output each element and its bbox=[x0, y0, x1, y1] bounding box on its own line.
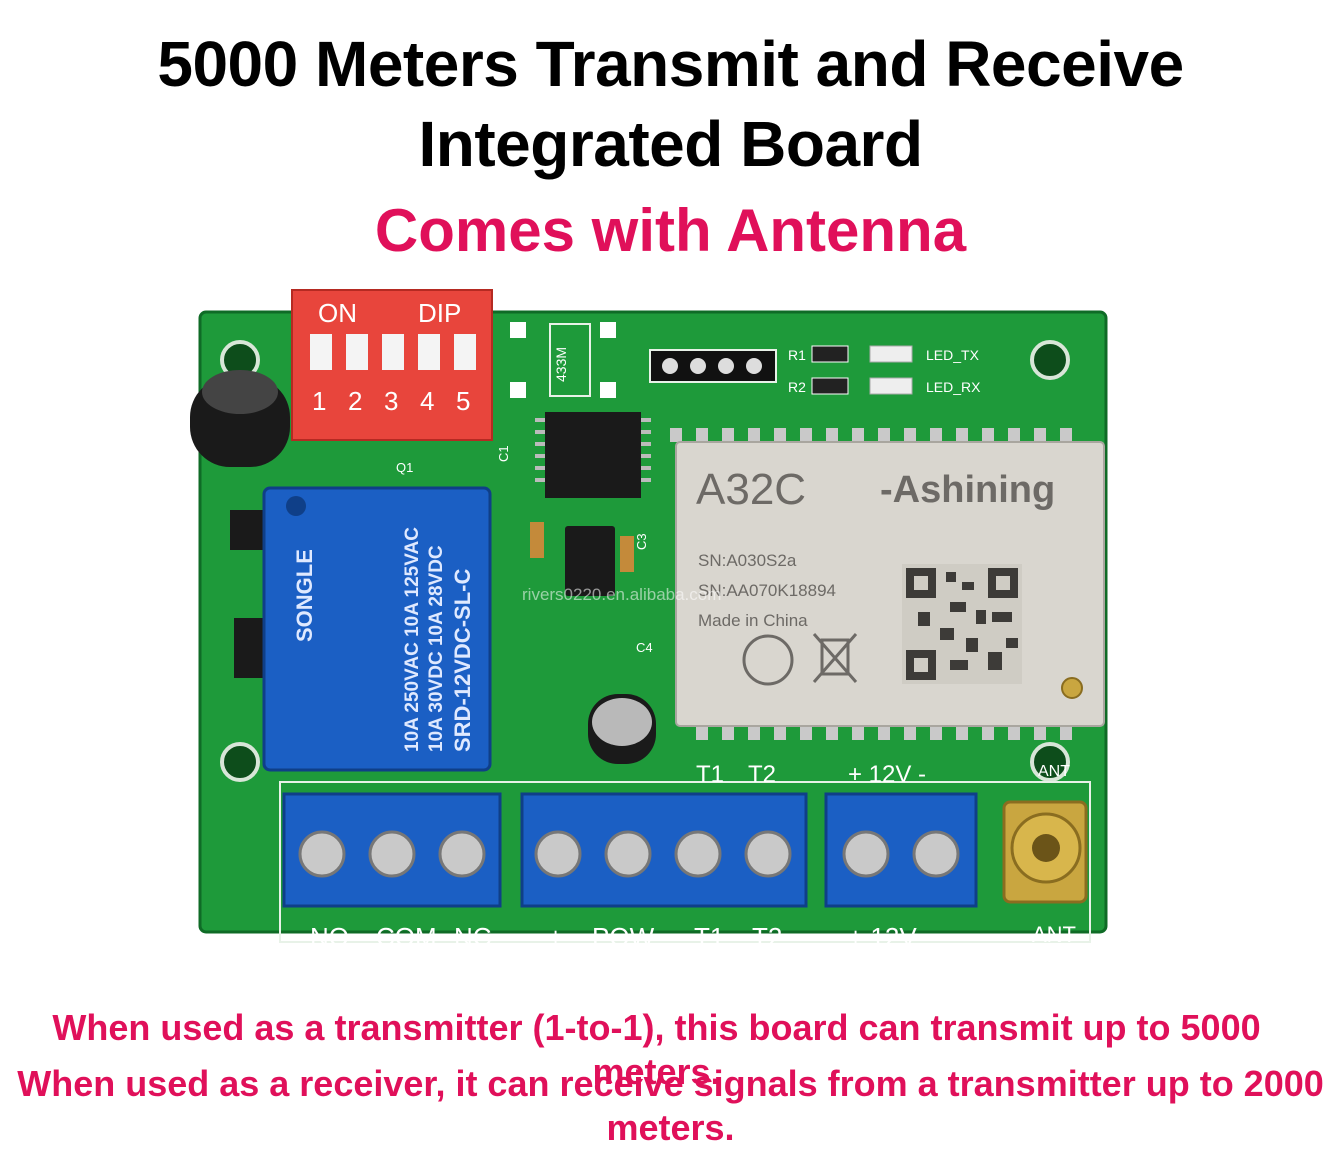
top-label-12v: + 12V - bbox=[848, 761, 926, 788]
c3-label: C3 bbox=[634, 533, 649, 550]
headline-subtitle: Comes with Antenna bbox=[374, 197, 967, 264]
dip-switch: ON DIP 1 2 3 4 5 bbox=[291, 289, 493, 441]
r1-label: R1 bbox=[788, 347, 806, 363]
c4-label: C4 bbox=[636, 640, 653, 655]
led-rx-label: LED_RX bbox=[926, 379, 981, 395]
freq-block: 433M bbox=[510, 322, 616, 398]
relay: SONGLE 10A 250VAC 10A 125VAC 10A 30VDC 1… bbox=[262, 486, 492, 772]
terminal-label-nc: NC bbox=[454, 922, 492, 952]
terminal-label-t2: T2 bbox=[752, 922, 782, 952]
sma-antenna-connector bbox=[1002, 800, 1088, 904]
terminal-block-power bbox=[520, 792, 808, 908]
relay-rating-1: 10A 250VAC 10A 125VAC bbox=[402, 527, 423, 752]
watermark: rivers0220.en.alibaba.com bbox=[522, 585, 721, 604]
rf-module: A32C -Ashining SN:A030S2a SN:AA070K18894… bbox=[670, 428, 1105, 740]
terminal-label-pow: POW bbox=[592, 922, 655, 952]
dip-number-3: 3 bbox=[384, 386, 398, 416]
terminal-label-t1: T1 bbox=[694, 922, 724, 952]
dip-label: DIP bbox=[418, 298, 461, 328]
board-photo: ON DIP 1 2 3 4 5 433M bbox=[190, 289, 1108, 952]
qr-code-icon bbox=[902, 564, 1022, 684]
c1-label: C1 bbox=[496, 445, 511, 462]
description-line2: When used as a receiver, it can receive … bbox=[17, 1063, 1324, 1148]
mounting-holes bbox=[220, 340, 1070, 782]
terminal-label-12v: + 12V - bbox=[848, 922, 933, 952]
description-line1: When used as a transmitter (1-to-1), thi… bbox=[52, 1007, 1261, 1092]
module-sn: SN:A030S2a bbox=[698, 551, 797, 570]
q1-label: Q1 bbox=[396, 460, 413, 475]
module-model: A32C bbox=[696, 465, 806, 514]
certification-icon bbox=[742, 634, 794, 686]
capacitor-top bbox=[190, 370, 290, 467]
top-label-ant: ANT bbox=[1038, 763, 1070, 780]
weee-bin-icon bbox=[812, 633, 858, 683]
top-label-t1: T1 bbox=[696, 761, 724, 788]
relay-brand: SONGLE bbox=[292, 549, 317, 642]
headline-line2: Integrated Board bbox=[418, 108, 923, 180]
terminal-label-plus: + bbox=[548, 922, 563, 952]
dip-number-2: 2 bbox=[348, 386, 362, 416]
headline-line1: 5000 Meters Transmit and Receive bbox=[157, 28, 1184, 100]
led-tx-label: LED_TX bbox=[926, 347, 980, 363]
dip-number-4: 4 bbox=[420, 386, 434, 416]
module-code: SN:AA070K18894 bbox=[698, 581, 836, 600]
terminal-label-minus: - bbox=[656, 922, 665, 952]
dip-number-1: 1 bbox=[312, 386, 326, 416]
resistors-leds: R1 R2 LED_TX LED_RX bbox=[788, 345, 981, 395]
dip-number-5: 5 bbox=[456, 386, 470, 416]
pin-header bbox=[649, 349, 777, 383]
terminal-block-12v bbox=[824, 792, 978, 908]
terminal-label-ant: ANT bbox=[1032, 922, 1076, 947]
terminal-block-relay bbox=[282, 792, 502, 908]
capacitor-center bbox=[588, 694, 656, 764]
module-brand: -Ashining bbox=[880, 469, 1055, 511]
terminal-label-com: COM bbox=[376, 922, 437, 952]
freq-label: 433M bbox=[553, 347, 569, 382]
relay-rating-2: 10A 30VDC 10A 28VDC bbox=[426, 545, 447, 752]
dip-on-label: ON bbox=[318, 298, 357, 328]
module-origin: Made in China bbox=[698, 611, 808, 630]
ic-chip bbox=[535, 412, 651, 498]
top-label-t2: T2 bbox=[748, 761, 776, 788]
relay-model: SRD-12VDC-SL-C bbox=[450, 569, 475, 752]
terminal-label-no: NO bbox=[310, 922, 349, 952]
r2-label: R2 bbox=[788, 379, 806, 395]
